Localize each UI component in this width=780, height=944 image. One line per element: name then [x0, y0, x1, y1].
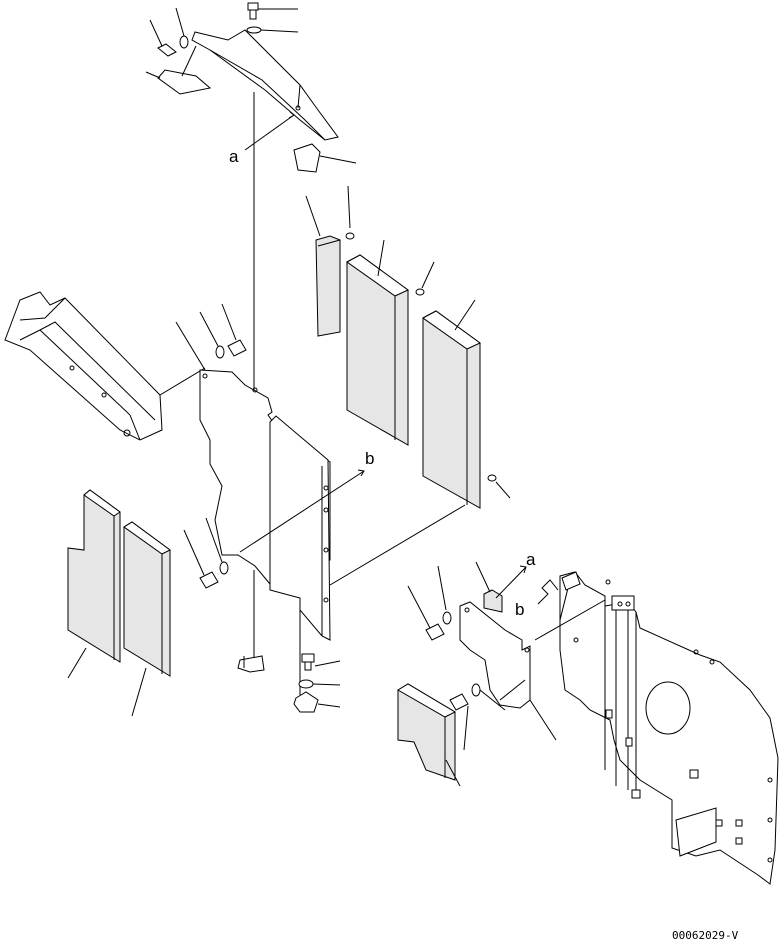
foam-block-right: [123, 521, 171, 717]
right-bolt-lower: [449, 683, 506, 751]
plug-small-2: [415, 261, 435, 296]
foam-strip-small: [305, 195, 341, 337]
left-duct-cover: [4, 291, 206, 441]
clip-left: [237, 655, 265, 673]
callout-b-right: b: [515, 600, 524, 619]
top-washer: [246, 26, 299, 34]
main-frame-panel: [559, 571, 779, 885]
insulation-panel-right: [422, 299, 481, 509]
center-upper-bolt: [175, 303, 247, 371]
lower-bolt: [301, 653, 341, 671]
right-bolt-upper: [407, 565, 452, 641]
insulation-panel-mid: [346, 239, 409, 446]
foam-block-left: [67, 489, 121, 679]
plug-small-1: [345, 185, 355, 240]
callout-b-mid: b: [365, 449, 374, 468]
top-bolt: [247, 2, 298, 20]
center-lower-bolt: [183, 517, 229, 589]
wedge-block: [293, 143, 357, 173]
right-cover-plate: [459, 601, 531, 709]
center-side-plate: [269, 415, 331, 641]
plug-small-3: [487, 474, 511, 499]
foam-block-lower-right: [397, 683, 461, 787]
lower-washer: [298, 679, 341, 689]
callout-a-top: a: [229, 147, 239, 166]
small-pad: [475, 561, 503, 613]
top-left-spacer: [145, 45, 212, 95]
callout-a-right: a: [526, 550, 536, 569]
clip-lower: [293, 691, 341, 713]
top-cover-bracket: [191, 29, 339, 141]
top-left-bolt: [149, 7, 189, 57]
drawing-code: 00062029-V: [672, 929, 739, 942]
